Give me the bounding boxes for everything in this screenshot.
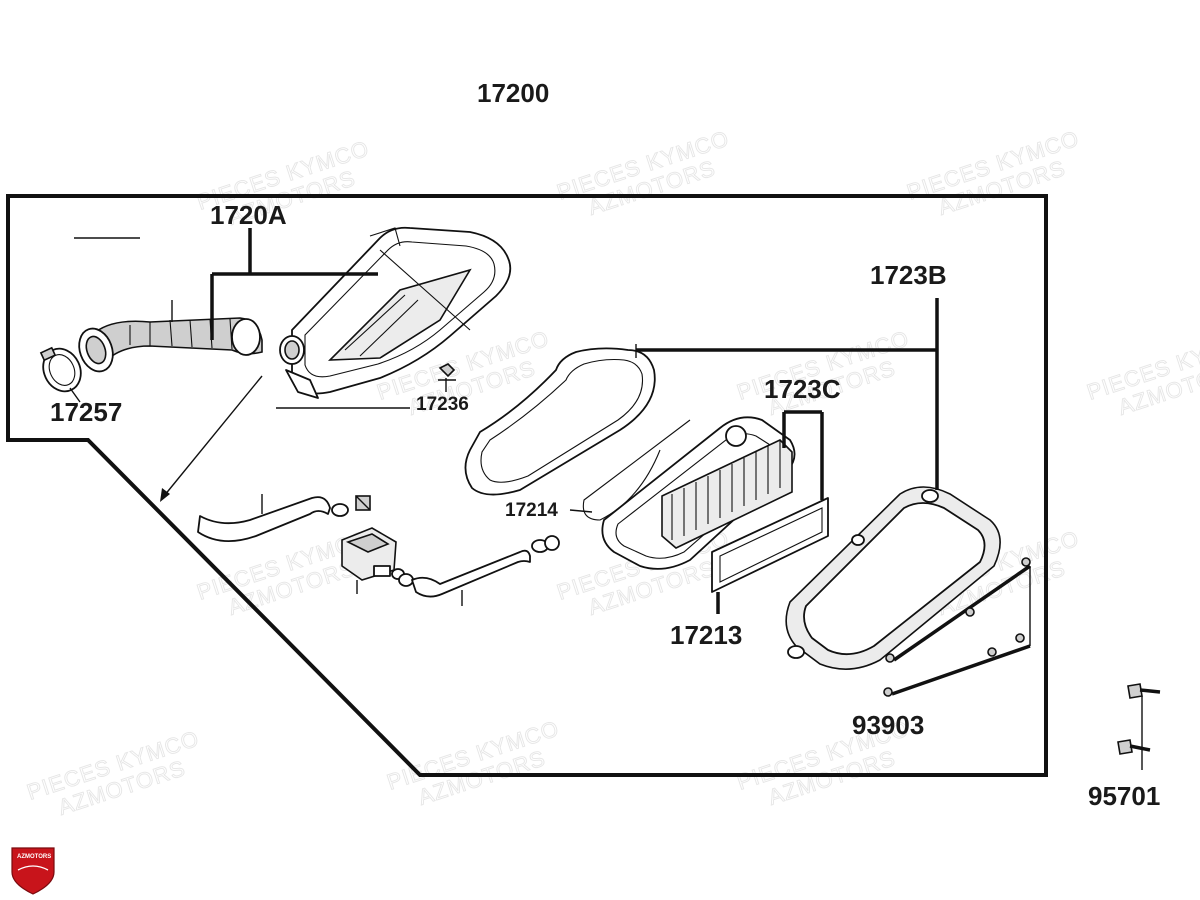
leader-1720A bbox=[210, 228, 378, 340]
leader-1723B bbox=[636, 298, 939, 490]
breather-hose-right bbox=[411, 535, 560, 606]
label-17236: 17236 bbox=[416, 394, 469, 415]
clamp-part bbox=[39, 346, 82, 403]
shield-icon bbox=[11, 847, 55, 895]
label-1723C: 1723C bbox=[764, 374, 841, 404]
logo-text: AZMOTORS bbox=[17, 854, 51, 860]
assembly-label: 17200 bbox=[477, 78, 549, 108]
label-93903: 93903 bbox=[852, 710, 924, 740]
watermark-layer: PIECES KYMCO AZMOTORS PIECES KYMCO AZMOT… bbox=[23, 125, 1200, 820]
gasket-17214 bbox=[464, 347, 691, 521]
flat-filter-element bbox=[711, 497, 829, 593]
label-95701: 95701 bbox=[1088, 781, 1160, 811]
label-17213: 17213 bbox=[670, 620, 742, 650]
assembly-arrow bbox=[160, 375, 263, 502]
air-cleaner-case bbox=[279, 226, 512, 399]
intake-duct bbox=[78, 300, 263, 373]
cover-screws bbox=[883, 557, 1031, 697]
breather-box bbox=[341, 527, 414, 594]
clip-left bbox=[331, 495, 371, 517]
label-1720A: 1720A bbox=[210, 200, 287, 230]
gasket-leader bbox=[569, 509, 593, 513]
screw-17236 bbox=[438, 363, 456, 392]
assembly-frame bbox=[6, 194, 1048, 777]
label-17257: 17257 bbox=[50, 397, 122, 427]
pleated-filter bbox=[661, 439, 793, 549]
azmotors-logo: AZMOTORS bbox=[11, 847, 55, 895]
label-1723B: 1723B bbox=[870, 260, 947, 290]
breather-hose-left bbox=[197, 494, 331, 542]
label-17214: 17214 bbox=[505, 500, 558, 521]
leader-1723C bbox=[782, 410, 824, 500]
bolts-95701 bbox=[1117, 683, 1161, 770]
case-cover bbox=[785, 486, 1001, 670]
